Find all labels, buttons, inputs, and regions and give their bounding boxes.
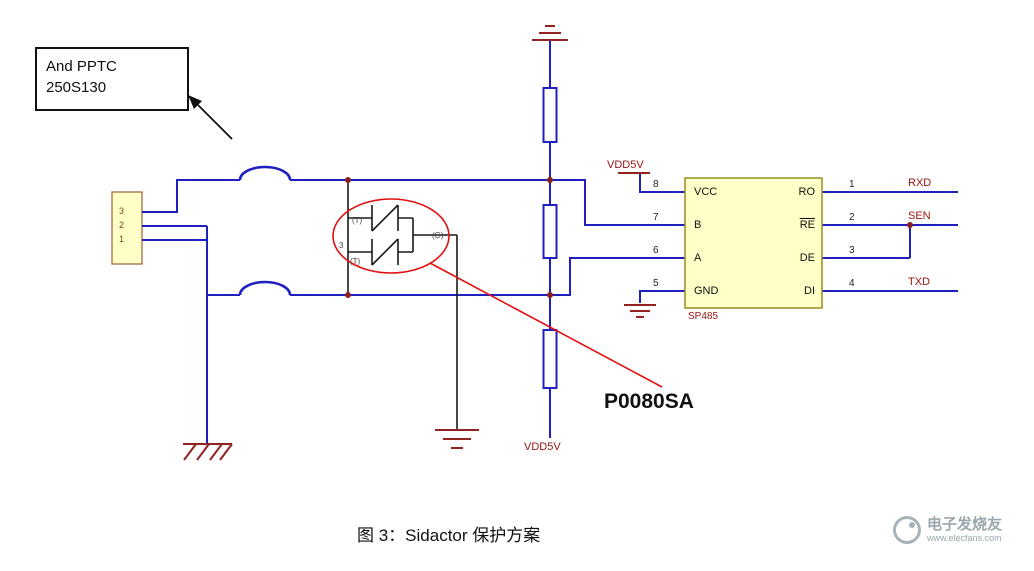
chip-pin-re-label: RE xyxy=(799,219,815,231)
vdd5v-top-label: VDD5V xyxy=(607,159,644,171)
callout-line2: 250S130 xyxy=(46,79,107,96)
txd-signal-label: TXD xyxy=(908,276,930,288)
chip-pin-ro-label: RO xyxy=(798,186,816,198)
vdd5v-bottom-label: VDD5V xyxy=(524,441,561,453)
watermark-text: 电子发烧友 www.elecfans.com xyxy=(927,516,1002,544)
chip-pin-vcc-label: VCC xyxy=(694,186,718,198)
sen-signal-label: SEN xyxy=(908,210,931,222)
sidactor-highlight-ellipse xyxy=(332,198,450,274)
chip-pin-de-label: DE xyxy=(799,252,815,264)
watermark-url: www.elecfans.com xyxy=(927,533,1002,544)
chip-pin-b-label: B xyxy=(694,219,702,231)
wire-gnd-pin5 xyxy=(639,290,685,303)
pin-number-5: 5 xyxy=(653,278,659,289)
ground-top-icon xyxy=(532,25,568,41)
pointer-line xyxy=(429,262,663,388)
junction-dot xyxy=(547,292,553,298)
chip-pin-a-label: A xyxy=(694,252,702,264)
pin-number-1: 1 xyxy=(849,179,855,190)
chip-body xyxy=(684,177,823,309)
pptc-fuse-bottom xyxy=(238,280,292,296)
callout-arrow-line xyxy=(197,104,233,140)
connector-pin2-label: 2 xyxy=(119,220,125,230)
sidactor-top-element xyxy=(348,204,413,232)
wire-a-to-pin6 xyxy=(290,257,685,296)
junction-dots xyxy=(345,177,913,298)
chip-pin-gnd-label: GND xyxy=(694,285,719,297)
pin-number-2: 2 xyxy=(849,212,855,223)
wire-b-to-pin7 xyxy=(290,179,685,226)
wire-b-from-connector xyxy=(142,179,240,213)
pin-number-8: 8 xyxy=(653,179,659,190)
ground-symbols xyxy=(183,25,656,461)
connector-pin1-label: 1 xyxy=(119,234,125,244)
signal-wires xyxy=(142,40,958,444)
pin-number-6: 6 xyxy=(653,245,659,256)
figure-caption: 图 3：Sidactor 保护方案 xyxy=(357,526,541,545)
sidactor-bottom-element xyxy=(348,238,413,266)
callout-arrow xyxy=(188,95,233,140)
connector-body xyxy=(111,191,143,265)
resistor-top xyxy=(542,87,558,143)
watermark-name: 电子发烧友 xyxy=(927,516,1003,534)
pptc-fuse-top xyxy=(238,165,292,181)
rxd-signal-label: RXD xyxy=(908,177,932,189)
resistor-column xyxy=(542,87,558,389)
elecfans-logo-icon xyxy=(893,516,921,544)
pin-number-7: 7 xyxy=(653,212,659,223)
sidactor-g-label: (G) xyxy=(432,231,444,240)
wire-vcc xyxy=(639,174,685,193)
chip-name-label: SP485 xyxy=(688,311,719,322)
callout-arrowhead-icon xyxy=(188,95,202,109)
junction-dot xyxy=(547,177,553,183)
pin-number-3: 3 xyxy=(849,245,855,256)
ground-left-icon xyxy=(183,443,233,461)
highlight-annotations xyxy=(332,198,663,388)
junction-dot xyxy=(345,292,351,298)
junction-dot xyxy=(907,222,913,228)
ground-chip-icon xyxy=(624,304,656,318)
callout-line1: And PPTC xyxy=(46,58,117,75)
sidactor-mid-num-label: 3 xyxy=(339,241,344,250)
resistor-bottom xyxy=(542,329,558,389)
connector-pin3-label: 3 xyxy=(119,206,125,216)
sidactor-ground-rail xyxy=(412,218,458,429)
junction-dot xyxy=(345,177,351,183)
ground-sidactor-icon xyxy=(435,429,479,449)
pin-number-4: 4 xyxy=(849,278,855,289)
chip-pin-di-label: DI xyxy=(804,285,815,297)
callout-box: And PPTC 250S130 xyxy=(35,47,189,111)
watermark: 电子发烧友 www.elecfans.com xyxy=(893,516,1002,544)
sidactor-t-bottom-label: (T) xyxy=(350,257,361,266)
resistor-middle xyxy=(542,204,558,259)
sidactor-part-label: P0080SA xyxy=(604,390,694,413)
sidactor-t-top-label: (T) xyxy=(352,216,363,225)
